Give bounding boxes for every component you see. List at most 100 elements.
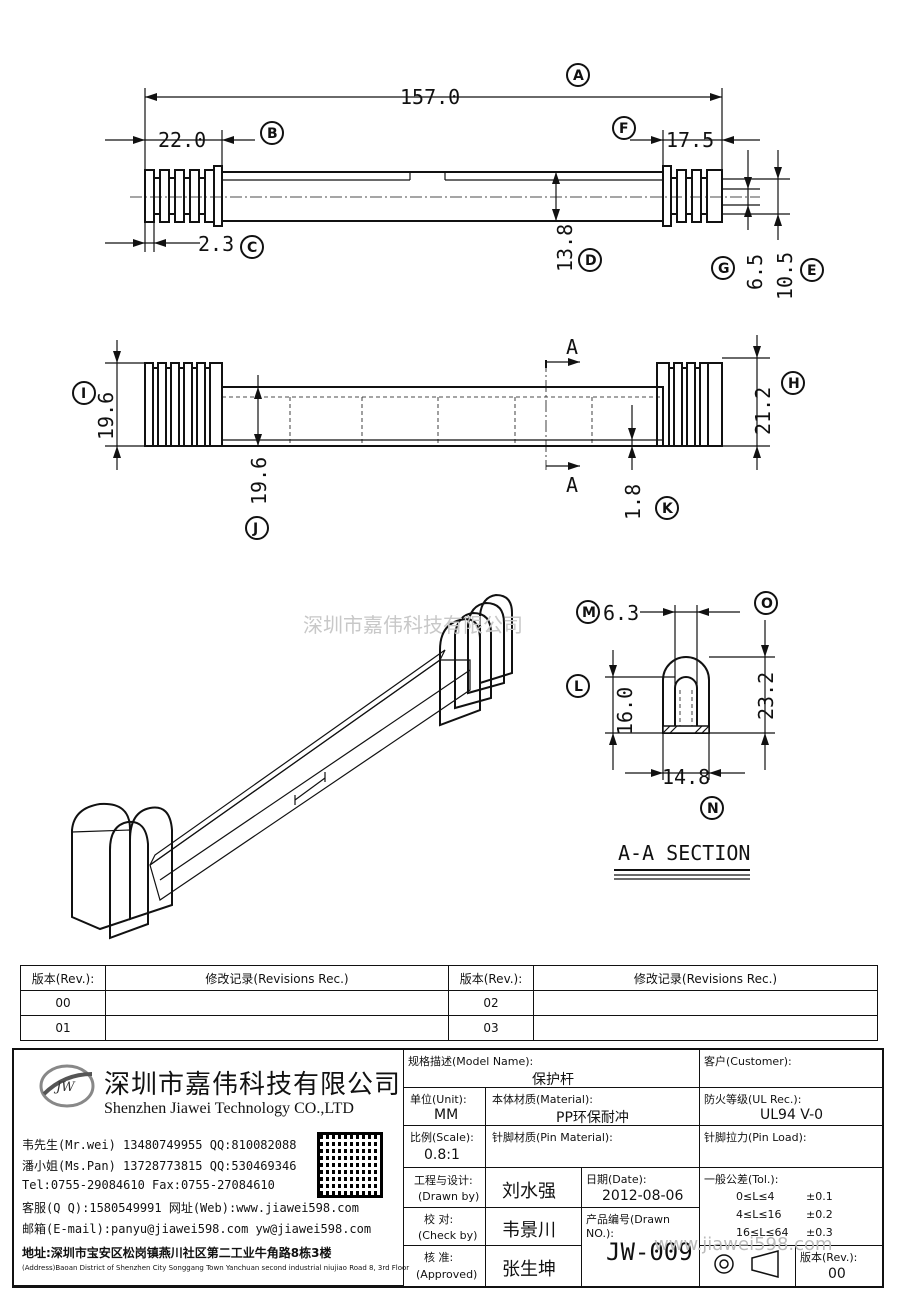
qr-code-icon <box>317 1132 383 1198</box>
marker-N <box>700 796 724 820</box>
marker-J-label: J <box>252 521 258 537</box>
top-view: 157.0 A 22.0 B 17.5 F <box>105 63 824 300</box>
pin-load-cell: 针脚拉力(Pin Load): <box>700 1126 882 1168</box>
marker-L-label: L <box>574 679 583 695</box>
scale-cell: 比例(Scale): 0.8:1 <box>404 1126 486 1168</box>
check-by-value-cell: 韦景川 <box>486 1208 582 1246</box>
material-cell: 本体材质(Material): PP环保耐冲 <box>486 1088 700 1126</box>
dim-J-value: 19.6 <box>247 457 271 505</box>
marker-I <box>72 381 96 405</box>
approved-value-cell: 张生坤 <box>486 1246 582 1286</box>
revision-row: 01 03 <box>20 1015 878 1041</box>
dim-L-value: 16.0 <box>613 687 637 735</box>
rev-cell: 00 <box>20 990 106 1016</box>
marker-J <box>245 516 269 540</box>
dim-E-value: 10.5 <box>773 252 797 300</box>
dim-C-value: 2.3 <box>198 232 234 256</box>
section-view: 6.3 M 16.0 L 23.2 O 14.8 N A-A SECTION <box>566 591 778 880</box>
date-cell: 日期(Date): 2012-08-06 <box>582 1168 700 1208</box>
marker-G <box>711 256 735 280</box>
marker-O-label: O <box>761 596 773 612</box>
marker-I-label: I <box>81 386 86 402</box>
watermark-text: 深圳市嘉伟科技有限公司 <box>303 613 523 637</box>
rev-header: 版本(Rev.): <box>20 965 106 991</box>
revision-header-row: 版本(Rev.): 修改记录(Revisions Rec.) 版本(Rev.):… <box>20 965 878 991</box>
dim-A-value: 157.0 <box>400 85 460 109</box>
drawn-by-label-cell: 工程与设计: (Drawn by) <box>404 1168 486 1208</box>
marker-E-label: E <box>807 263 817 279</box>
marker-B-label: B <box>267 126 278 142</box>
company-name-en: Shenzhen Jiawei Technology CO.,LTD <box>104 1100 354 1117</box>
contact-line: 客服(Q Q):1580549991 网址(Web):www.jiawei598… <box>22 1201 359 1215</box>
tolerance-cell: 一般公差(Tol.): 0≤L≤4 ±0.1 4≤L≤16 ±0.2 16≤L≤… <box>700 1168 882 1246</box>
rec-cell <box>533 1015 878 1041</box>
marker-L <box>566 674 590 698</box>
rev-cell: 02 <box>448 990 534 1016</box>
dim-K-value: 1.8 <box>621 484 645 520</box>
approved-label-cell: 核 准: (Approved) <box>404 1246 486 1286</box>
rev-cell: 01 <box>20 1015 106 1041</box>
rec-cell <box>105 1015 449 1041</box>
dim-I-value: 19.6 <box>94 392 118 440</box>
svg-text:JW: JW <box>53 1080 76 1095</box>
marker-H <box>781 371 805 395</box>
rev-cell-title: 版本(Rev.): 00 <box>800 1251 858 1282</box>
marker-F <box>612 116 636 140</box>
contact-line: 潘小姐(Ms.Pan) 13728773815 QQ:530469346 <box>22 1159 297 1173</box>
section-mark-top: A <box>566 335 578 359</box>
drawn-by-value-cell: 刘水强 <box>486 1168 582 1208</box>
marker-B <box>260 121 284 145</box>
contact-line: 邮箱(E-mail):panyu@jiawei598.com yw@jiawei… <box>22 1222 372 1236</box>
isometric-view <box>71 593 513 940</box>
technical-drawing: 157.0 A 22.0 B 17.5 F <box>71 63 824 940</box>
projection-symbol-icon <box>714 1250 779 1278</box>
contact-line: Tel:0755-29084610 Fax:0755-27084610 <box>22 1178 275 1192</box>
ul-cell: 防火等级(UL Rec.): UL94 V-0 <box>700 1088 882 1126</box>
pin-material-cell: 针脚材质(Pin Material): <box>486 1126 700 1168</box>
marker-D-label: D <box>585 253 597 269</box>
section-title: A-A SECTION <box>618 841 750 865</box>
dim-B-value: 22.0 <box>158 128 206 152</box>
marker-H-label: H <box>788 376 800 392</box>
dim-H-value: 21.2 <box>751 387 775 435</box>
rec-cell <box>105 990 449 1016</box>
marker-A-label: A <box>573 68 584 84</box>
check-by-label-cell: 校 对: (Check by) <box>404 1208 486 1246</box>
marker-M <box>576 600 600 624</box>
marker-A <box>566 63 590 87</box>
revision-row: 00 02 <box>20 990 878 1016</box>
model-cell: 规格描述(Model Name): 保护杆 <box>404 1050 700 1088</box>
contact-line: 韦先生(Mr.wei) 13480749955 QQ:810082088 <box>22 1138 297 1152</box>
marker-G-label: G <box>718 261 730 277</box>
marker-K <box>655 496 679 520</box>
address-cn: 地址:深圳市宝安区松岗镇燕川社区第二工业牛角路8栋3楼 <box>22 1246 332 1260</box>
watermark-url: www.jiawei598.com <box>654 1234 833 1255</box>
dim-N-value: 14.8 <box>662 765 710 789</box>
projection-symbol-cell <box>700 1246 796 1286</box>
marker-C-label: C <box>247 240 257 256</box>
dim-O-value: 23.2 <box>754 672 778 720</box>
drawing-number-cell: 产品编号(Drawn NO.): JW-009 <box>582 1208 700 1286</box>
dim-M-value: 6.3 <box>603 601 639 625</box>
marker-D <box>578 248 602 272</box>
marker-K-label: K <box>662 501 674 517</box>
marker-C <box>240 235 264 259</box>
revision-table: 版本(Rev.): 修改记录(Revisions Rec.) 版本(Rev.):… <box>20 965 878 1041</box>
marker-O <box>754 591 778 615</box>
dim-F-value: 17.5 <box>666 128 714 152</box>
company-logo-icon: JW <box>39 1064 95 1108</box>
address-en: (Address)Baoan District of Shenzhen City… <box>22 1264 410 1272</box>
rec-cell <box>533 990 878 1016</box>
company-name-cn: 深圳市嘉伟科技有限公司 <box>104 1070 402 1100</box>
marker-M-label: M <box>582 605 596 621</box>
section-mark-bottom: A <box>566 473 578 497</box>
marker-F-label: F <box>619 121 629 137</box>
rev-header-2: 版本(Rev.): <box>448 965 534 991</box>
marker-E <box>800 258 824 282</box>
rev-cell: 03 <box>448 1015 534 1041</box>
rec-header: 修改记录(Revisions Rec.) <box>105 965 449 991</box>
company-panel: JW 深圳市嘉伟科技有限公司 Shenzhen Jiawei Technolog… <box>14 1050 409 1286</box>
rec-header-2: 修改记录(Revisions Rec.) <box>533 965 878 991</box>
unit-cell: 单位(Unit): MM <box>404 1088 486 1126</box>
marker-N-label: N <box>707 801 719 817</box>
